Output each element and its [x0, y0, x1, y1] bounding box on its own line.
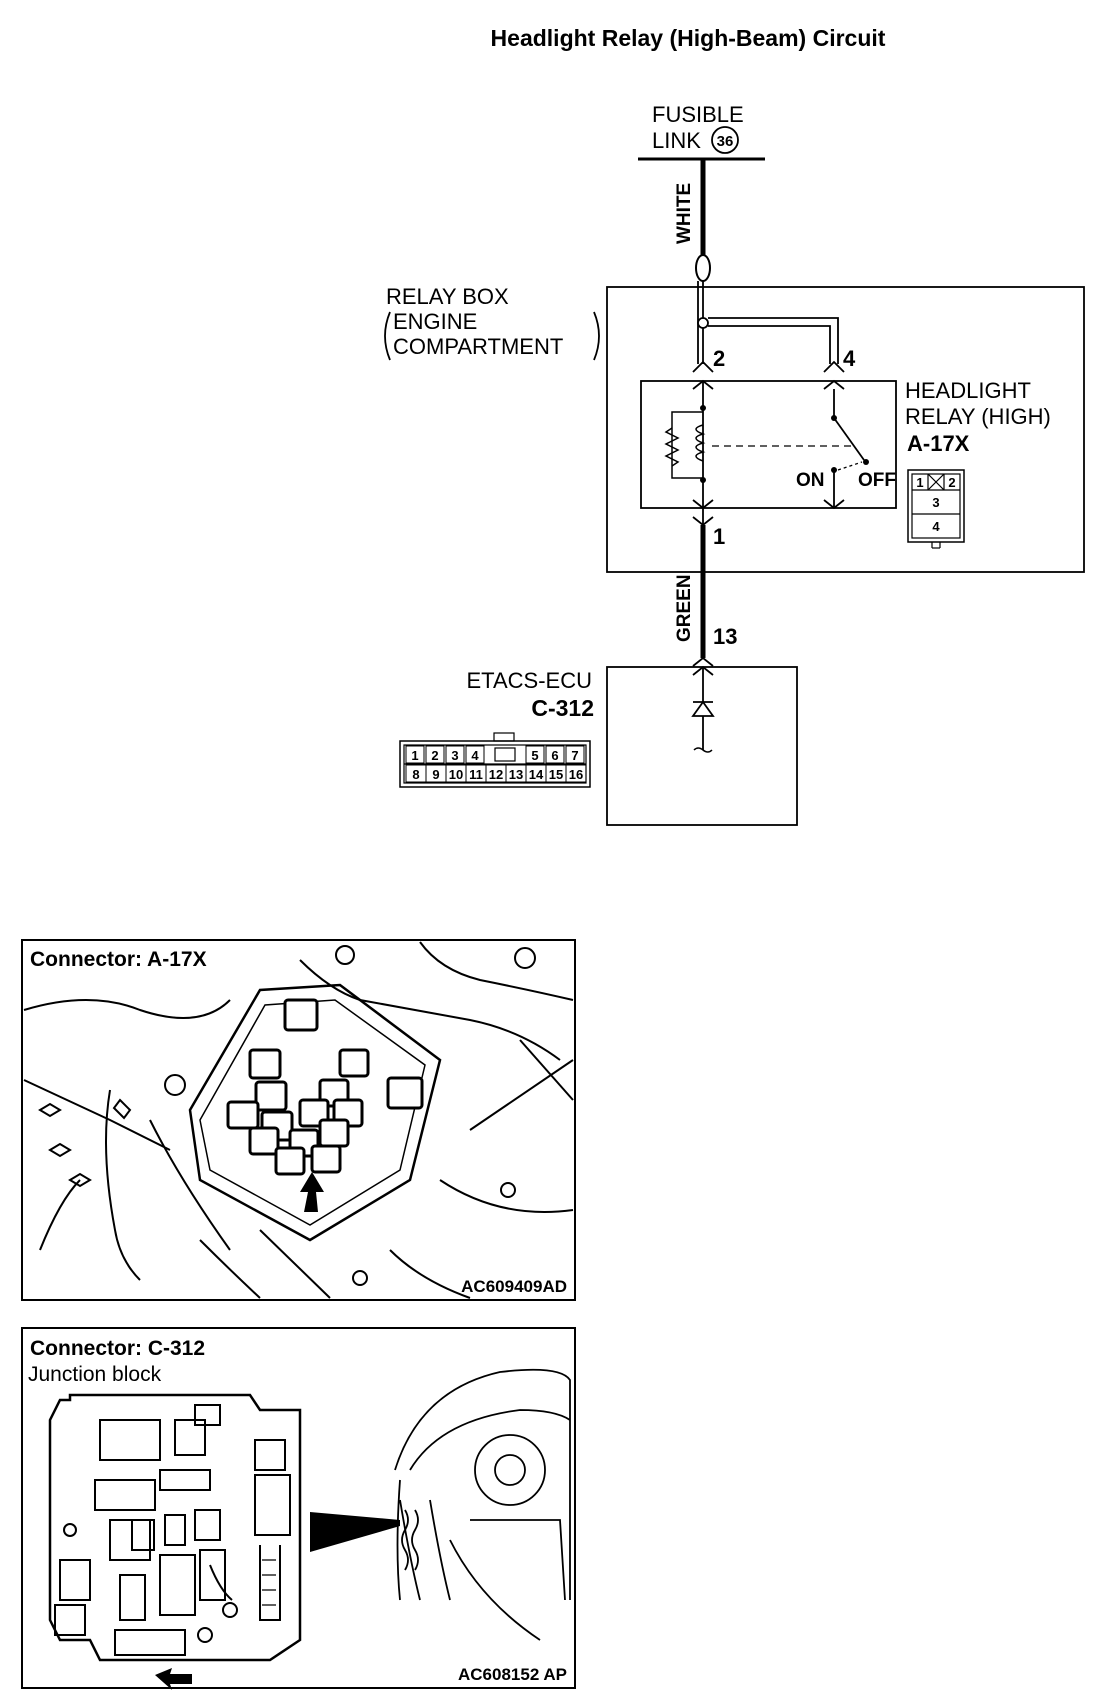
ecu-connector-pin-2: 2	[431, 748, 438, 763]
ecu-connector-pin-5-cell	[525, 745, 545, 764]
ecu-connector-pin-4-cell	[465, 745, 485, 764]
switch-on-label: ON	[796, 470, 825, 491]
fusible-link-number-circle	[711, 126, 739, 154]
ecu-connector-pin-3-cell	[445, 745, 465, 764]
relay-coil-windings	[695, 424, 706, 462]
ecu-connector-pin-12: 12	[489, 767, 503, 782]
relay-box-paren-left	[384, 311, 391, 361]
relay-box-label-line2: ENGINE	[393, 309, 477, 334]
ecu-connector-pin-4: 4	[471, 748, 479, 763]
figure-c312-subcaption: Junction block	[28, 1363, 162, 1386]
splice-point	[697, 317, 709, 329]
ecu-connector-pin-3: 3	[451, 748, 458, 763]
fusible-link-label-line2: LINK	[652, 128, 701, 153]
relay-box-entry-connector	[695, 254, 711, 282]
relay-coil	[664, 381, 706, 508]
figure-c312-code: AC608152 AP	[458, 1665, 567, 1684]
figure-a17x-caption: Connector: A-17X	[30, 948, 207, 971]
ecu-pin13-terminal-arrow	[692, 656, 714, 667]
relay-connector-pin-4: 4	[932, 519, 940, 534]
vehicle-dashboard-illustration	[394, 1368, 571, 1641]
location-arrow-icon-2	[155, 1668, 192, 1690]
internal-wire-to-pin4b	[708, 325, 831, 364]
ecu-connector-pin-14: 14	[529, 767, 544, 782]
ecu-connector-pin-7: 7	[571, 748, 578, 763]
ecu-box	[606, 666, 798, 826]
relay-pin4-top-arrow	[823, 379, 845, 390]
ecu-connector-pin-16-cell	[565, 764, 587, 783]
fusible-link: FUSIBLE LINK 36	[638, 102, 765, 161]
relay-pin4-label: 4	[843, 346, 856, 371]
relay-connector-id: A-17X	[907, 431, 970, 456]
green-wire-label: GREEN	[674, 574, 695, 642]
ecu-connector-pin-1: 1	[411, 748, 418, 763]
ecu-pin13-label: 13	[713, 624, 737, 649]
relay-connector-pin-3: 3	[932, 495, 939, 510]
fusible-link-number: 36	[717, 133, 734, 150]
figure-a17x: Connector: A-17X AC609409AD	[21, 939, 576, 1301]
relay-name-line2: RELAY (HIGH)	[905, 404, 1051, 429]
relay-resistor	[664, 427, 680, 467]
white-wire-label: WHITE	[674, 183, 695, 244]
relay-pin2-label: 2	[713, 346, 725, 371]
ecu-connector-symbol	[399, 732, 591, 788]
location-arrow-icon	[300, 1172, 324, 1212]
ecu-connector-pin-11: 11	[469, 767, 483, 782]
ecu-connector-pin-2-cell	[425, 745, 445, 764]
relay-switch: ON OFF	[796, 389, 896, 508]
junction-block-illustration	[48, 1393, 302, 1662]
pin2-terminal-arrow	[692, 360, 714, 373]
ecu-connector-pin-7-cell	[565, 745, 585, 764]
ecu-connector-pin-10: 10	[449, 767, 463, 782]
relay-box-relays	[226, 998, 424, 1176]
zoom-pointer-wedge	[310, 1512, 400, 1552]
relay-box-label: RELAY BOX ENGINE COMPARTMENT	[384, 284, 600, 361]
ecu-name: ETACS-ECU	[467, 668, 593, 693]
engine-bay-illustration	[23, 941, 574, 1299]
ecu-connector-pin-15: 15	[549, 767, 563, 782]
relay-box-paren-right	[593, 311, 600, 361]
ecu-connector-pin-16: 16	[569, 767, 583, 782]
ecu-connector-pin-5: 5	[531, 748, 538, 763]
ecu-connector-pin-13: 13	[509, 767, 523, 782]
diagram-title: Headlight Relay (High-Beam) Circuit	[491, 25, 886, 51]
figure-a17x-code: AC609409AD	[461, 1277, 567, 1296]
relay-body	[640, 380, 897, 509]
relay-connector-pin-2: 2	[948, 475, 955, 490]
relay-name-line1: HEADLIGHT	[905, 378, 1031, 403]
figure-c312-caption: Connector: C-312	[30, 1337, 205, 1360]
ecu-connector-pin-6-cell	[545, 745, 565, 764]
relay-pin1-label: 1	[713, 524, 725, 549]
ecu-connector-pin-6: 6	[551, 748, 558, 763]
switch-off-label: OFF	[858, 470, 896, 491]
relay-box-label-line1: RELAY BOX	[386, 284, 509, 309]
ecu-connector-id: C-312	[531, 695, 594, 721]
figure-c312-frame	[21, 1327, 576, 1689]
fusible-link-label-line1: FUSIBLE	[652, 102, 744, 127]
relay-box-outline	[606, 286, 1085, 573]
pin4-terminal-arrow	[823, 360, 845, 373]
ecu-input-symbol	[691, 667, 715, 753]
internal-wire-to-pin4	[708, 317, 839, 364]
ecu-connector-pin-8: 8	[412, 767, 419, 782]
ecu-connector-pin-1-cell	[405, 745, 425, 764]
ecu-connector-pin-9: 9	[432, 767, 439, 782]
relay-connector-symbol: 1 2 3 4	[907, 469, 965, 549]
relay-connector-pin-1: 1	[916, 475, 923, 490]
figure-c312: Connector: C-312 Junction block	[21, 1327, 576, 1690]
relay-box-label-line3: COMPARTMENT	[393, 334, 563, 359]
